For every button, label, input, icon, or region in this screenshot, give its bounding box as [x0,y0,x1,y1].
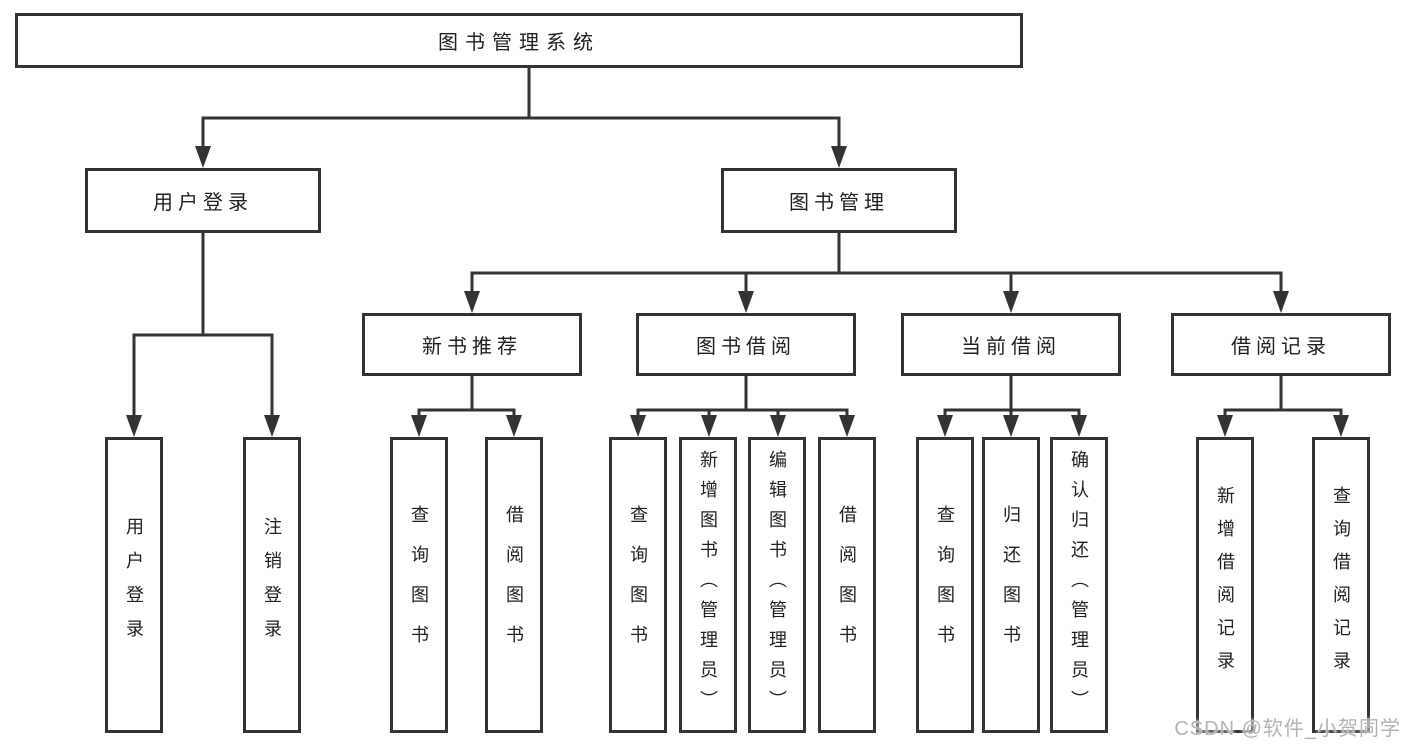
leaf-add-borrow-record: 新增借阅记录 [1196,437,1254,733]
leaf-query-borrow-record: 查询借阅记录 [1312,437,1370,733]
edge-user-login-children [126,231,280,437]
leaf-borrow-books-recommend-label: 借阅图书 [504,505,524,665]
leaf-confirm-return-admin: 确认归还（管理员） [1050,437,1108,733]
leaf-return-book-label: 归还图书 [1001,505,1021,665]
edge-borrow-records-children [1217,374,1349,437]
node-library-system: 图书管理系统 [15,13,1023,68]
leaf-borrow-books: 借阅图书 [818,437,876,733]
leaf-logout: 注销登录 [243,437,301,733]
csdn-watermark: CSDN @软件_小贺同学 [1174,718,1401,740]
leaf-edit-book-admin-label: 编辑图书（管理员） [767,450,787,720]
leaf-query-books-recommend-label: 查询图书 [409,505,429,665]
edge-book-mgmt-children [464,231,1289,313]
leaf-borrow-books-label: 借阅图书 [837,505,857,665]
node-book-borrow: 图书借阅 [636,313,856,376]
leaf-confirm-return-admin-label: 确认归还（管理员） [1069,450,1089,720]
leaf-query-books-borrow-label: 查询图书 [628,505,648,665]
node-book-management: 图书管理 [721,168,957,233]
node-borrow-records: 借阅记录 [1171,313,1391,376]
leaf-return-book: 归还图书 [982,437,1040,733]
leaf-user-login-label: 用户登录 [124,517,144,653]
edge-book-borrow-children [630,374,855,437]
leaf-borrow-books-recommend: 借阅图书 [485,437,543,733]
edge-current-borrow-children [937,374,1087,437]
leaf-add-book-admin-label: 新增图书（管理员） [698,450,718,720]
leaf-query-books-borrow: 查询图书 [609,437,667,733]
node-current-borrow: 当前借阅 [901,313,1121,376]
edge-root-to-level2 [195,66,847,168]
node-new-book-recommend: 新书推荐 [362,313,582,376]
node-user-login: 用户登录 [85,168,321,233]
leaf-query-books-current-label: 查询图书 [935,505,955,665]
leaf-add-book-admin: 新增图书（管理员） [679,437,737,733]
leaf-edit-book-admin: 编辑图书（管理员） [748,437,806,733]
leaf-query-borrow-record-label: 查询借阅记录 [1331,486,1351,684]
leaf-user-login: 用户登录 [105,437,163,733]
leaf-add-borrow-record-label: 新增借阅记录 [1215,486,1235,684]
leaf-logout-label: 注销登录 [262,517,282,653]
edge-new-book-rec-children [411,374,522,437]
leaf-query-books-recommend: 查询图书 [390,437,448,733]
leaf-query-books-current: 查询图书 [916,437,974,733]
